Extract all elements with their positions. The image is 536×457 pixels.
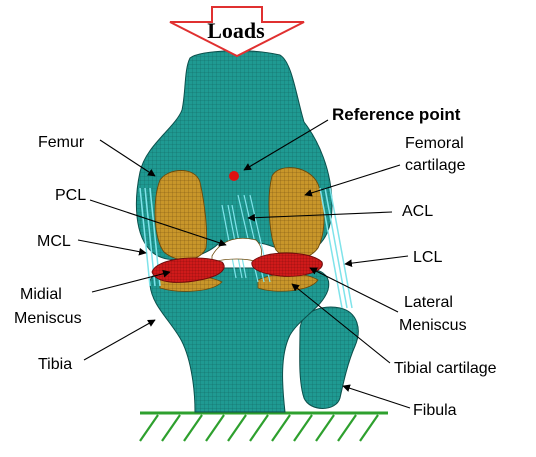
reference-point-leader: [243, 119, 329, 171]
lateral-meniscus-leader: [309, 267, 399, 313]
femoral-cartilage-lateral: [268, 167, 325, 260]
medial-meniscus-label-line1: Midial: [20, 286, 62, 303]
fibula-leader: [342, 384, 411, 409]
tibia-label: Tibia: [38, 356, 72, 373]
femur-leader: [99, 139, 156, 177]
pcl-label: PCL: [55, 187, 86, 204]
lcl-label: LCL: [413, 249, 442, 266]
mcl-label: MCL: [37, 233, 71, 250]
tibia-leader: [83, 319, 156, 361]
mcl-leader: [77, 239, 147, 256]
tibial-cartilage-leader: [291, 283, 391, 364]
reference-point-label: Reference point: [332, 105, 461, 124]
femoral-cartilage-label-line1: Femoral: [405, 135, 464, 152]
femoral-cartilage-leader: [304, 164, 401, 197]
pcl-leader: [89, 199, 227, 247]
femur-label: Femur: [38, 134, 85, 151]
lateral-meniscus-label-line2: Meniscus: [399, 317, 467, 334]
loads-label: Loads: [207, 18, 265, 43]
acl-label: ACL: [402, 203, 433, 220]
reference-point-marker: [229, 171, 239, 181]
fibula-shape: [299, 306, 359, 409]
lcl-ligament: [319, 187, 353, 309]
femoral-cartilage-medial: [154, 170, 208, 261]
fibula-label: Fibula: [413, 402, 457, 419]
ground-support: [139, 411, 388, 442]
load-arrow: Loads: [169, 6, 305, 58]
lcl-leader: [344, 255, 409, 267]
medial-meniscus-label-line2: Meniscus: [14, 310, 82, 327]
tibial-cartilage-label: Tibial cartilage: [394, 360, 497, 377]
acl-leader: [247, 211, 393, 222]
lateral-meniscus: [251, 252, 323, 277]
lateral-meniscus-label-line1: Lateral: [404, 294, 453, 311]
femoral-cartilage-label-line2: cartilage: [405, 157, 466, 174]
medial-meniscus-leader: [91, 269, 171, 293]
